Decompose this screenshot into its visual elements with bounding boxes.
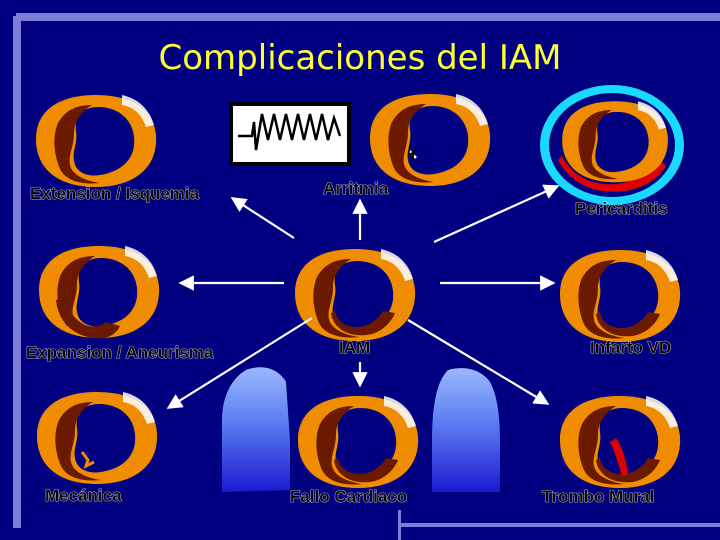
lung-silhouette-icon <box>222 367 500 492</box>
arrow-mecanica-icon <box>166 317 313 409</box>
arrow-extension-icon <box>230 197 295 239</box>
arrow-trombo-icon <box>407 319 550 405</box>
frame-bottom-bar <box>400 523 720 527</box>
label-mecanica: Mecánica <box>45 486 122 506</box>
heart-arritmia-icon <box>370 94 491 186</box>
heart-mecanica-icon <box>37 392 158 484</box>
frame-bottom-tick <box>398 510 401 540</box>
label-pericarditis: Pericarditis <box>575 199 668 219</box>
label-arritmia: Arritmia <box>323 179 389 199</box>
label-iam: IAM <box>339 338 371 358</box>
heart-infarto-vd-icon <box>560 250 680 342</box>
arrows <box>166 184 560 409</box>
slide-title: Complicaciones del IAM <box>158 38 562 78</box>
frame-left-bar <box>13 16 21 528</box>
heart-iam-icon <box>295 249 415 341</box>
label-infarto-vd: Infarto VD <box>590 338 672 358</box>
label-expansion: Expansion / Aneurisma <box>26 343 214 363</box>
ecg-arrhythmia-icon <box>229 102 351 166</box>
label-trombo: Trombo Mural <box>542 487 655 507</box>
heart-pericarditis-icon <box>540 85 684 205</box>
heart-fallo-icon <box>298 396 418 488</box>
heart-trombo-icon <box>560 396 680 488</box>
arrow-pericarditis-icon <box>433 184 560 244</box>
heart-extension-icon <box>36 95 157 187</box>
label-extension: Extension / Isquemia <box>30 184 200 204</box>
frame-top-bar <box>16 13 720 21</box>
label-fallo: Fallo Cardiaco <box>290 487 408 507</box>
heart-expansion-icon <box>39 246 160 339</box>
